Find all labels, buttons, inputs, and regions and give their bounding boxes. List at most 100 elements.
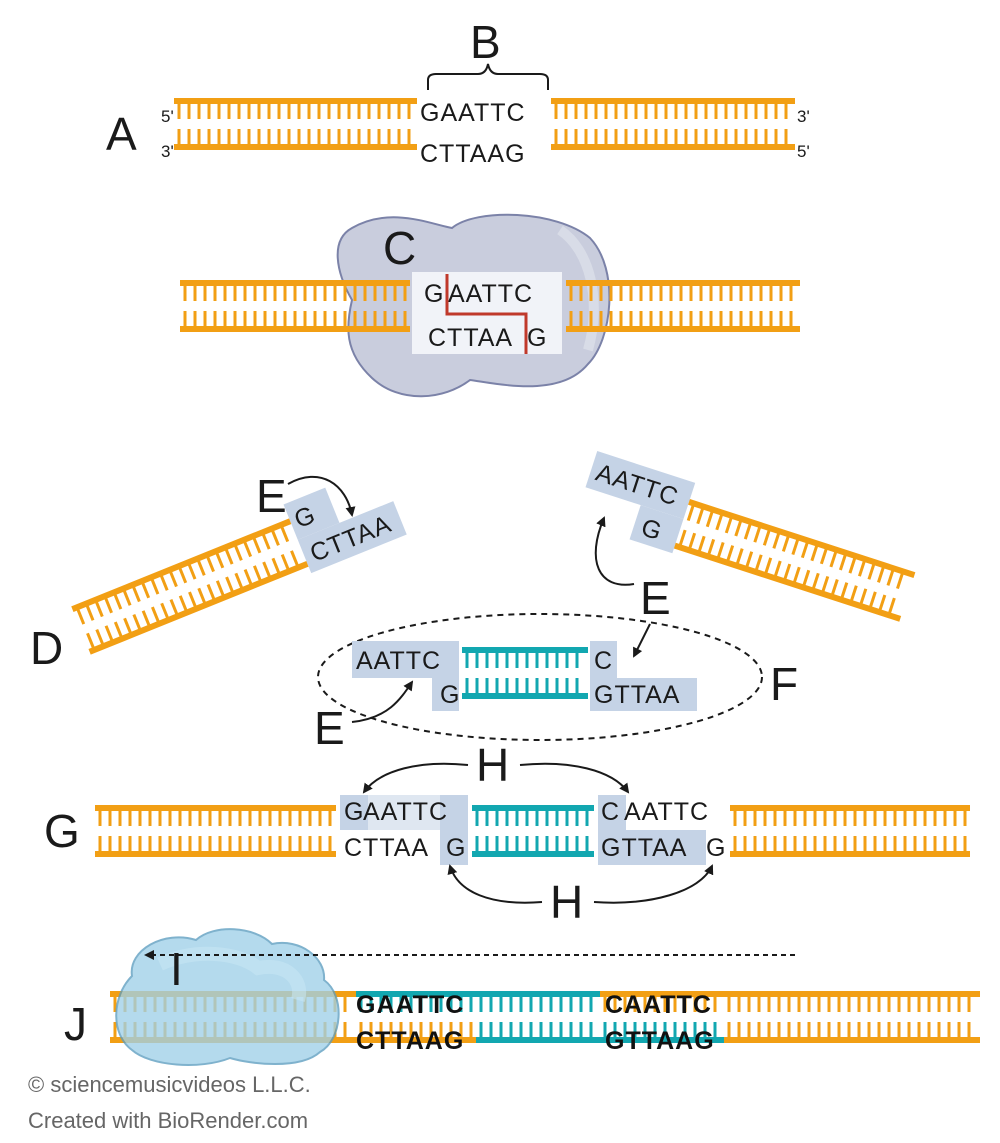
credit-copyright: © sciencemusicvideos L.L.C. [28,1072,311,1097]
three-prime-right: 3' [797,107,810,126]
g-left-bottom-g: G [446,834,466,862]
dna-rung-bottom [123,617,133,636]
dna-rung-top [715,512,724,531]
dna-rung-bottom [252,565,263,584]
dna-rung-top [838,552,848,571]
insert-ellipse [317,613,763,741]
dna-rung-top [696,506,705,525]
dna-rung-top [724,515,734,534]
dna-rung-top [233,543,243,561]
dna-rung-top [877,564,886,583]
dna-backbone-top [688,499,916,578]
dna-rung-bottom [820,575,830,595]
label-i: I [170,943,183,995]
dna-rung-top [753,524,762,543]
insert-dna-g [472,805,594,857]
dna-segment-g-right [730,805,970,857]
three-prime-left: 3' [161,142,174,161]
f-left-bottom: G [440,681,460,709]
c-top-rest: AATTC [448,280,533,308]
dna-rung-bottom [716,541,725,561]
overhang-box-f-left-top [352,641,459,678]
g-right-top-rest: AATTC [624,798,709,826]
dna-rung-top [94,599,104,618]
dna-rung-bottom [830,579,839,598]
enzyme-highlight [556,225,599,352]
bracket-b [427,63,549,90]
dna-rung-bottom [687,532,697,551]
arrow-h-top-right [519,762,630,794]
five-prime-left: 5' [161,107,174,126]
dna-segment-a-left [174,98,417,150]
overhang-box-g4 [598,795,626,830]
overhang-box-g5 [598,830,706,865]
dna-rung-top [705,509,715,528]
dna-rung-top [131,584,141,603]
dna-rung-bottom [735,548,744,567]
arrow-e-f [633,623,651,658]
dna-rung-bottom [697,535,706,554]
dna-rung-bottom [811,572,820,591]
g-right-bottom-rest: GTTAA [601,834,687,862]
dna-rung-bottom [160,602,170,621]
c-top-first: G [424,280,444,308]
cut-line [445,274,528,354]
dna-rung-top [205,554,215,573]
credit-biorender: Created with BioRender.com [28,1108,309,1133]
fragment-left: G CTTAA [71,487,407,655]
dna-rung-bottom [849,585,858,604]
dna-rung-bottom [113,621,124,640]
dna-rung-bottom [262,561,272,580]
g-left-bottom-rest: CTTAA [344,834,429,862]
dna-rung-top [886,567,895,586]
dna-rung-top [829,549,838,568]
label-g: G [44,805,80,857]
overhang-box-g3 [340,795,468,830]
dna-rung-top [772,530,781,549]
dna-rung-bottom [215,580,226,599]
overhang-box-d-bottom [297,501,407,574]
recognition-site-bottom: CTTAAG [420,140,526,168]
dna-rung-top [867,561,876,580]
overhang-box-d-top [283,487,340,540]
dna-rung-top [75,606,86,625]
dna-rung-bottom [206,584,217,602]
dna-rung-bottom [86,632,96,651]
dna-rung-top [848,555,857,574]
dna-rung-bottom [234,572,244,591]
dna-rung-top [223,546,234,565]
arrow-e-right [594,516,635,586]
label-d: D [30,622,63,674]
j-left-top: GAATTC [356,991,464,1019]
label-f: F [770,658,798,710]
dna-rung-bottom [725,545,735,564]
dna-rung-top [121,588,132,606]
label-e-right: E [640,572,671,624]
overhang-box-f-right-top [590,641,617,678]
dna-rung-bottom [773,560,782,579]
dna-rung-top [112,591,123,610]
dna-rung-bottom [678,529,687,548]
overhang-box-f-right-bottom [590,678,697,711]
dna-rung-bottom [104,625,115,644]
dna-segment-c-left [180,280,410,332]
dna-segment-c-right [566,280,800,332]
arrow-e-bottom [351,680,414,723]
dna-rung-top [186,561,197,580]
f-left-top: AATTC [356,647,441,675]
dna-rung-bottom [868,591,877,610]
dna-rung-top [242,539,253,558]
dna-rung-bottom [197,587,207,606]
dna-rung-bottom [169,599,180,617]
dna-segment-j-left-insert [356,991,476,1043]
f-right-top: C [594,647,613,675]
dna-rung-top [177,565,188,584]
label-a: A [106,108,137,160]
c-bottom-rest: CTTAA [428,324,513,352]
dna-rung-top [159,573,169,591]
g-left-top-rest: AATTC [363,798,448,826]
dna-rung-bottom [132,613,142,632]
dna-rung-bottom [95,628,105,647]
j-right-bottom: GTTAAG [605,1027,715,1055]
